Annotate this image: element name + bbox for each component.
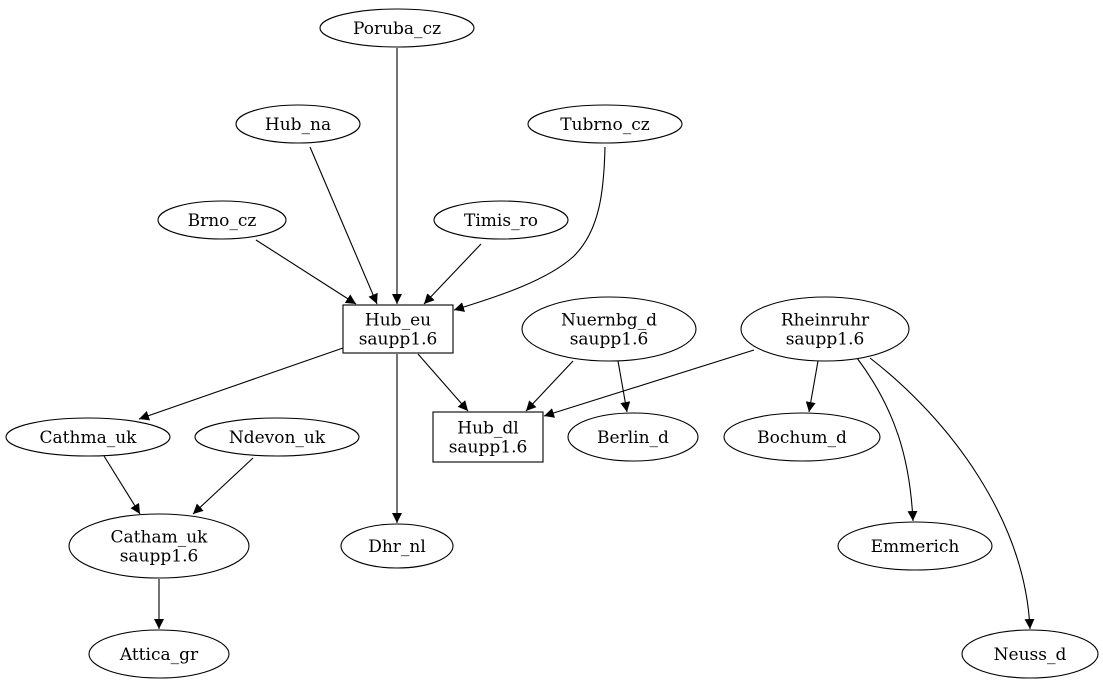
node-hub-dl-label-2: saupp1.6 [449,438,528,458]
node-neuss-d: Neuss_d [961,629,1099,679]
node-neuss-d-shape [961,629,1099,679]
node-ndevon-uk: Ndevon_uk [194,417,360,457]
node-hub-dl-shape [432,411,544,463]
node-attica-gr-shape [88,629,230,679]
node-hub-na-label-1: Hub_na [265,115,331,135]
node-timis-ro: Timis_ro [433,200,569,240]
node-hub-na: Hub_na [235,104,361,144]
node-nuernbg-d-label-2: saupp1.6 [570,330,649,350]
edges [103,48,1035,630]
node-bochum-d-label-1: Bochum_d [757,428,847,448]
node-hub-eu-shape [342,304,454,354]
node-catham-uk-shape [68,513,250,579]
node-rheinruhr-shape [740,296,910,362]
edge-rheinruhr-to-emmerich [856,357,918,522]
edge-hub-na-to-hub-eu [309,146,378,305]
node-nuernbg-d-shape [521,296,697,362]
node-brno-cz-label-1: Brno_cz [188,211,257,231]
node-catham-uk-label-2: saupp1.6 [120,547,199,567]
edge-tubrno-cz-to-hub-eu [453,146,606,312]
edge-rheinruhr-to-bochum-d [805,360,819,413]
node-emmerich-shape [837,521,993,571]
node-rheinruhr-label-1: Rheinruhr [781,311,870,331]
node-attica-gr-label-1: Attica_gr [119,645,199,665]
node-attica-gr: Attica_gr [88,629,230,679]
node-tubrno-cz: Tubrno_cz [527,104,683,144]
edge-brno-cz-to-hub-eu [255,239,357,305]
node-berlin-d-label-1: Berlin_d [597,428,669,448]
node-tubrno-cz-shape [527,104,683,144]
node-timis-ro-shape [433,200,569,240]
edge-cathma-uk-to-catham-uk [103,455,141,515]
node-emmerich-label-1: Emmerich [871,537,960,557]
node-brno-cz-shape [157,200,287,240]
edge-timis-ro-to-hub-eu [423,243,482,305]
edge-rheinruhr-to-neuss-d [869,357,1035,630]
node-catham-uk-label-1: Catham_uk [111,528,209,548]
node-tubrno-cz-label-1: Tubrno_cz [560,115,650,135]
node-cathma-uk-label-1: Cathma_uk [40,428,138,448]
node-poruba-cz-shape [319,8,475,48]
node-hub-eu-label-2: saupp1.6 [359,330,438,350]
node-hub-eu-label-1: Hub_eu [365,311,431,331]
node-rheinruhr-label-2: saupp1.6 [786,330,865,350]
node-cathma-uk-shape [5,417,171,457]
node-nuernbg-d-label-1: Nuernbg_d [561,311,657,331]
edge-nuernbg-d-to-hub-dl [525,360,574,412]
node-berlin-d: Berlin_d [567,412,699,462]
node-poruba-cz: Poruba_cz [319,8,475,48]
node-dhr-nl-label-1: Dhr_nl [368,537,426,557]
node-berlin-d-shape [567,412,699,462]
node-bochum-d-shape [723,412,881,462]
node-timis-ro-label-1: Timis_ro [464,211,538,231]
node-hub-na-shape [235,104,361,144]
node-cathma-uk: Cathma_uk [5,417,171,457]
edge-nuernbg-d-to-berlin-d [617,360,631,413]
node-dhr-nl-shape [340,523,454,569]
node-bochum-d: Bochum_d [723,412,881,462]
edge-hub-eu-to-cathma-uk [138,347,344,421]
edge-ndevon-uk-to-catham-uk [192,457,254,515]
edge-rheinruhr-to-hub-dl [543,349,755,418]
node-dhr-nl: Dhr_nl [340,523,454,569]
edge-hub-eu-to-hub-dl [417,353,469,412]
node-emmerich: Emmerich [837,521,993,571]
node-neuss-d-label-1: Neuss_d [994,645,1067,665]
node-ndevon-uk-shape [194,417,360,457]
node-ndevon-uk-label-1: Ndevon_uk [229,428,326,448]
node-poruba-cz-label-1: Poruba_cz [353,19,441,39]
node-hub-dl-label-1: Hub_dl [457,419,518,439]
node-brno-cz: Brno_cz [157,200,287,240]
